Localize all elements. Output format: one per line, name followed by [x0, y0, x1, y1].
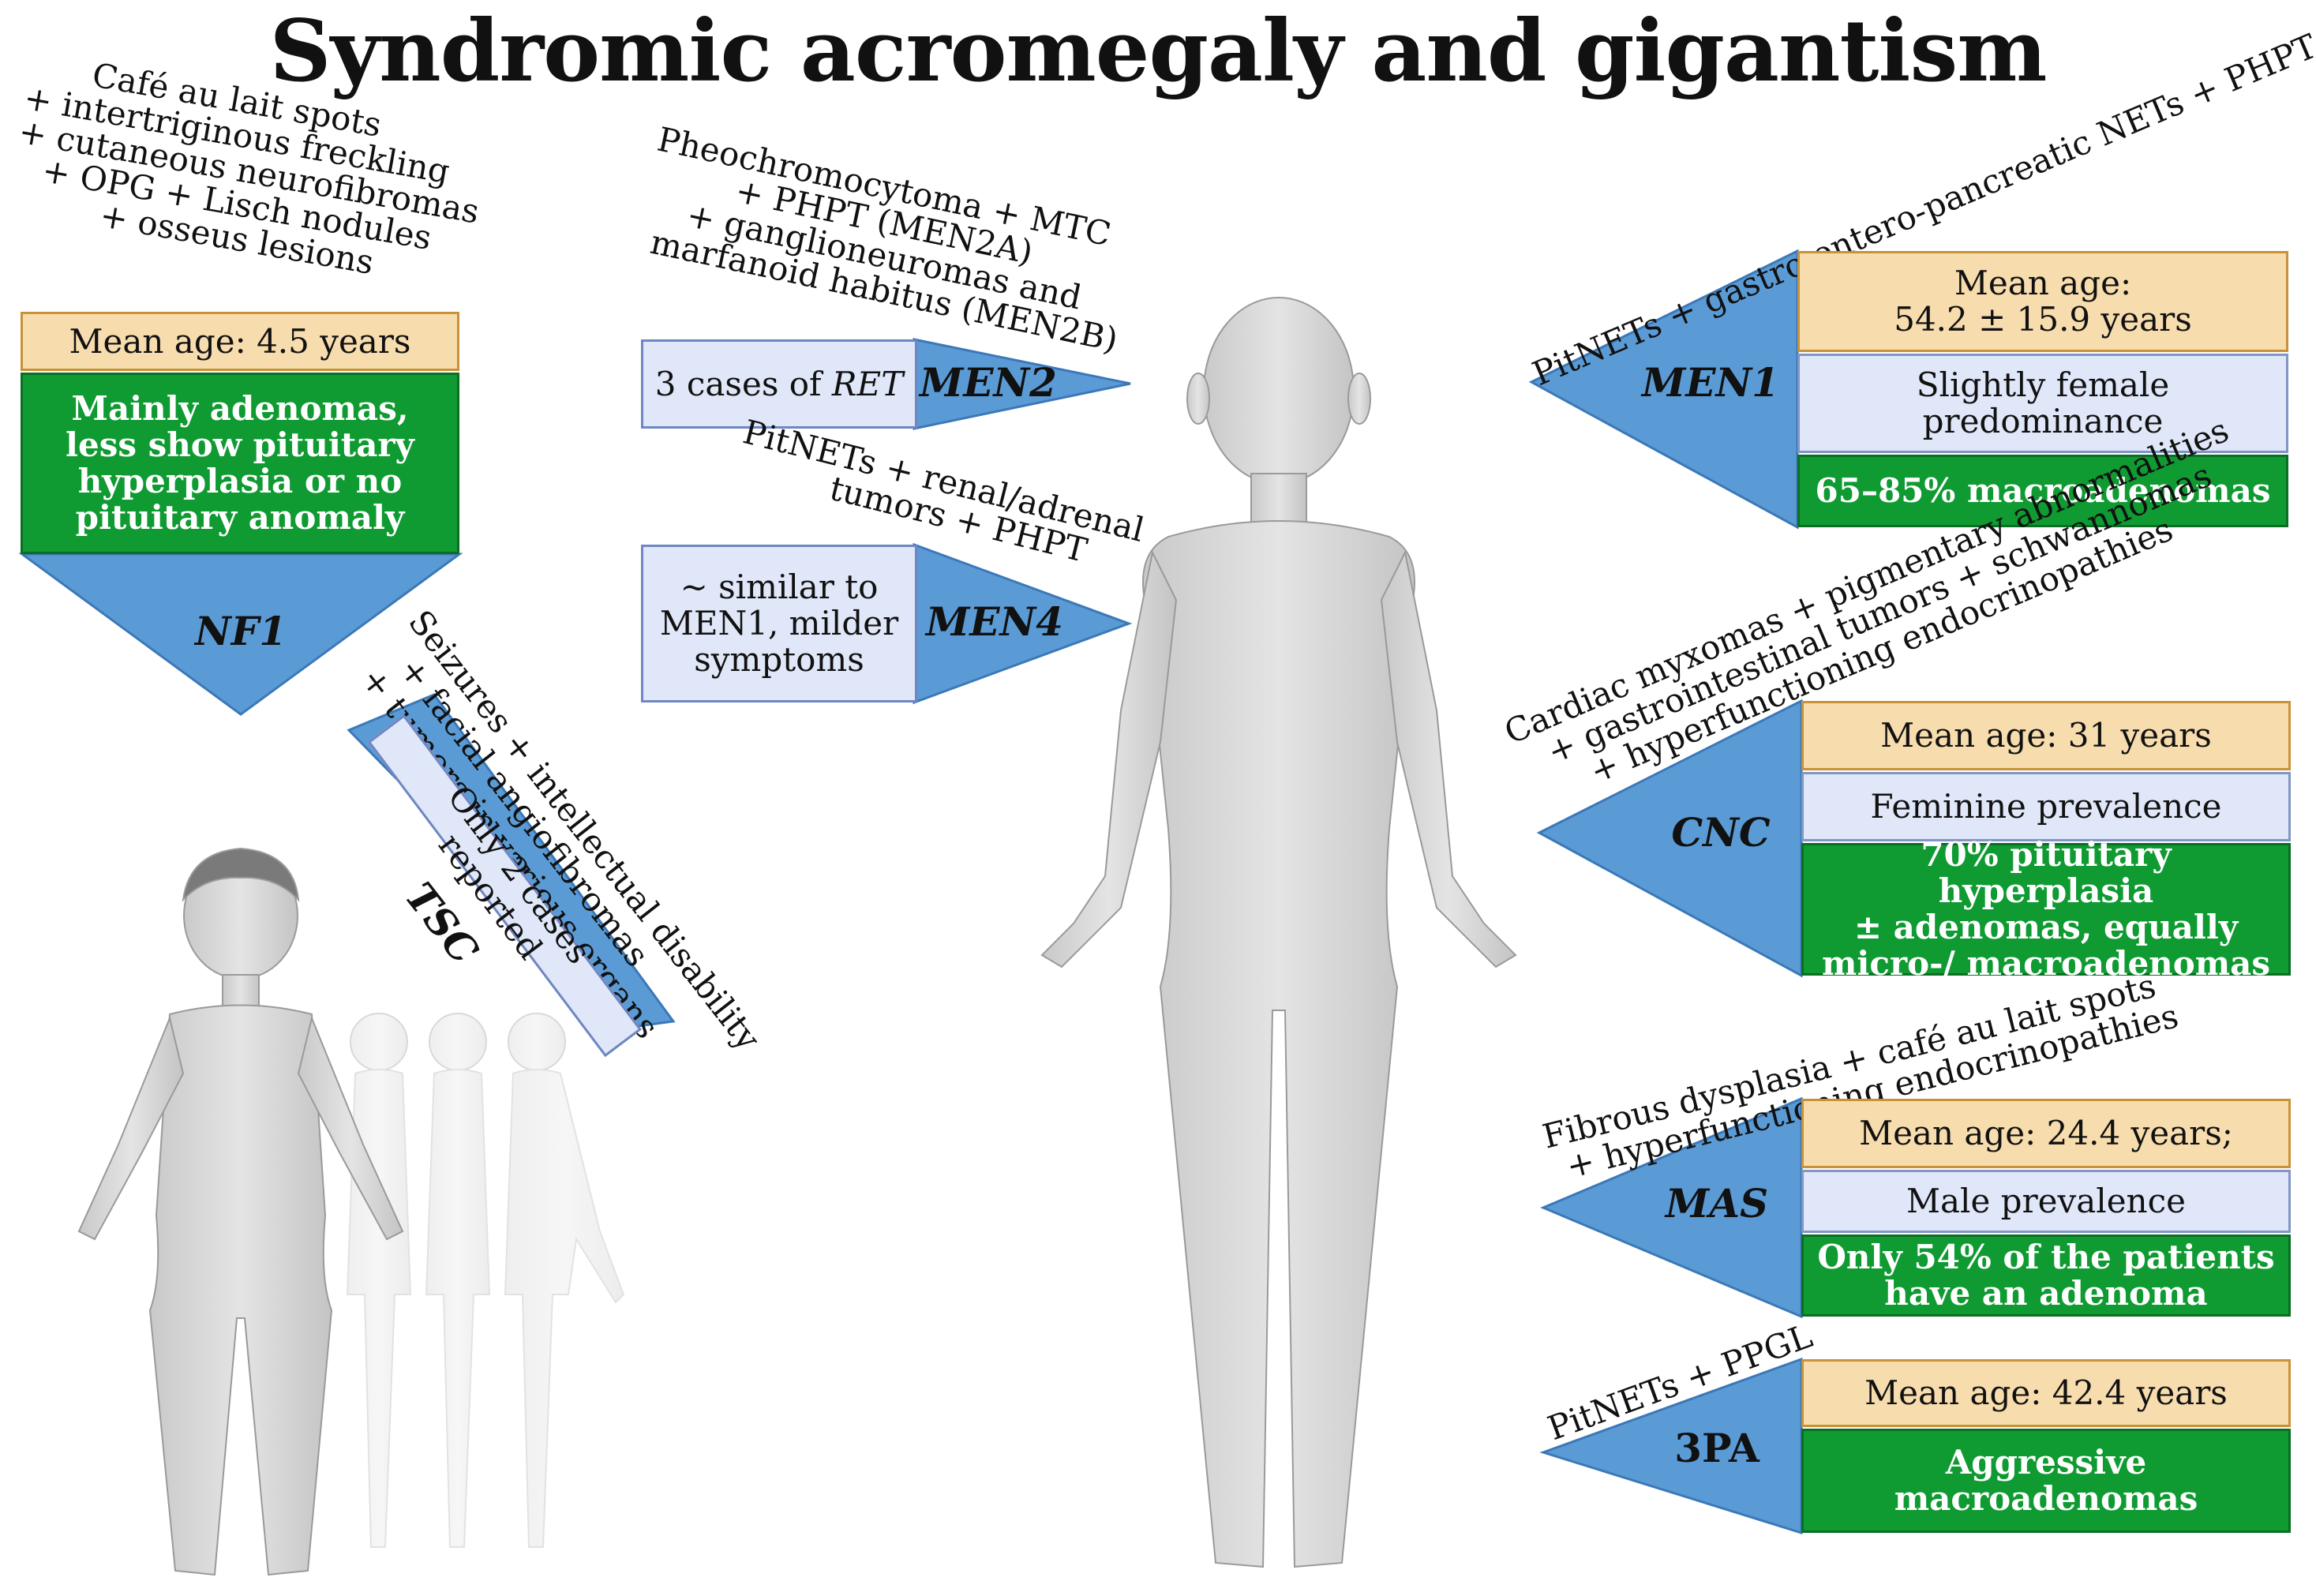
child-figure	[77, 847, 404, 1576]
men4-note-line: symptoms	[694, 640, 864, 679]
page-title: Syndromic acromegaly and gigantism	[269, 2, 2047, 101]
cnc-age-box: Mean age: 31 years	[1801, 701, 2291, 770]
nf1-label: NF1	[195, 608, 287, 654]
nf1-arrow	[18, 553, 463, 716]
cnc-pathology-line: ± adenomas, equally	[1853, 908, 2239, 946]
pa3-pathology-box: Aggressive macroadenomas	[1801, 1429, 2291, 1533]
mas-sex-box: Male prevalence	[1801, 1170, 2291, 1233]
pa3-age-box: Mean age: 42.4 years	[1801, 1359, 2291, 1427]
men1-label: MEN1	[1642, 359, 1779, 406]
men4-label: MEN4	[926, 598, 1063, 645]
nf1-features: Café au lait spots + intertriginous frec…	[16, 55, 482, 282]
men4-note-line: MEN1, milder	[659, 604, 899, 643]
mas-age: Mean age: 24.4 years;	[1859, 1114, 2233, 1152]
men2-label: MEN2	[920, 359, 1057, 406]
cnc-pathology-line: micro-/ macroadenomas	[1821, 944, 2271, 983]
men4-note-box: ~ similar to MEN1, milder symptoms	[641, 545, 917, 702]
cnc-pathology-box: 70% pituitary hyperplasia ± adenomas, eq…	[1801, 837, 2291, 982]
nf1-pathology-box: Mainly adenomas, less show pituitary hyp…	[21, 373, 459, 554]
men2-note-box: 3 cases of RET	[641, 339, 917, 429]
mas-label: MAS	[1665, 1180, 1769, 1227]
men2-features: Pheochromocytoma + MTC + PHPT (MEN2A) + …	[616, 120, 1152, 360]
mas-pathology-line: Only 54% of the patients	[1817, 1238, 2275, 1276]
men1-sex-line: predominance	[1922, 402, 2164, 440]
cnc-age: Mean age: 31 years	[1880, 716, 2212, 755]
men4-features: PitNETs + renal/adrenal tumors + PHPT	[738, 412, 1149, 570]
men1-age-line: 54.2 ± 15.9 years	[1894, 300, 2192, 339]
mas-age-box: Mean age: 24.4 years;	[1801, 1099, 2291, 1168]
cnc-sex-box: Feminine prevalence	[1801, 772, 2291, 841]
cnc-label: CNC	[1671, 809, 1771, 856]
nf1-pathology-line: less show pituitary	[66, 425, 414, 464]
men2-note-prefix: 3 cases of	[654, 364, 832, 403]
cnc-sex: Feminine prevalence	[1870, 787, 2222, 826]
pa3-age: Mean age: 42.4 years	[1864, 1373, 2228, 1412]
pa3-pathology-line: Aggressive	[1945, 1443, 2147, 1482]
nf1-age: Mean age: 4.5 years	[69, 321, 411, 361]
men4-note-line: ~ similar to	[680, 568, 879, 606]
men1-age-line: Mean age:	[1954, 264, 2132, 302]
nf1-pathology-line: hyperplasia or no	[77, 462, 403, 500]
pa3-pathology-line: macroadenomas	[1894, 1479, 2198, 1518]
nf1-age-box: Mean age: 4.5 years	[21, 312, 459, 371]
child-figure-faded	[346, 1013, 625, 1548]
mas-pathology-line: have an adenoma	[1884, 1274, 2208, 1313]
adult-figure	[1040, 297, 1517, 1568]
nf1-pathology-line: pituitary anomaly	[75, 498, 405, 537]
nf1-pathology-line: Mainly adenomas,	[71, 389, 409, 428]
pa3-label: 3PA	[1674, 1425, 1759, 1471]
cnc-pathology-line: 70% pituitary hyperplasia	[1921, 835, 2172, 910]
men2-note-gene: RET	[831, 364, 904, 403]
mas-sex: Male prevalence	[1906, 1182, 2186, 1220]
men1-sex-line: Slightly female	[1916, 365, 2170, 404]
mas-pathology-box: Only 54% of the patients have an adenoma	[1801, 1234, 2291, 1317]
men1-sex-box: Slightly female predominance	[1797, 354, 2288, 453]
men1-pathology-box: 65–85% macroadenomas	[1797, 455, 2288, 527]
men1-pathology: 65–85% macroadenomas	[1815, 471, 2271, 510]
men1-age-box: Mean age: 54.2 ± 15.9 years	[1797, 251, 2288, 352]
